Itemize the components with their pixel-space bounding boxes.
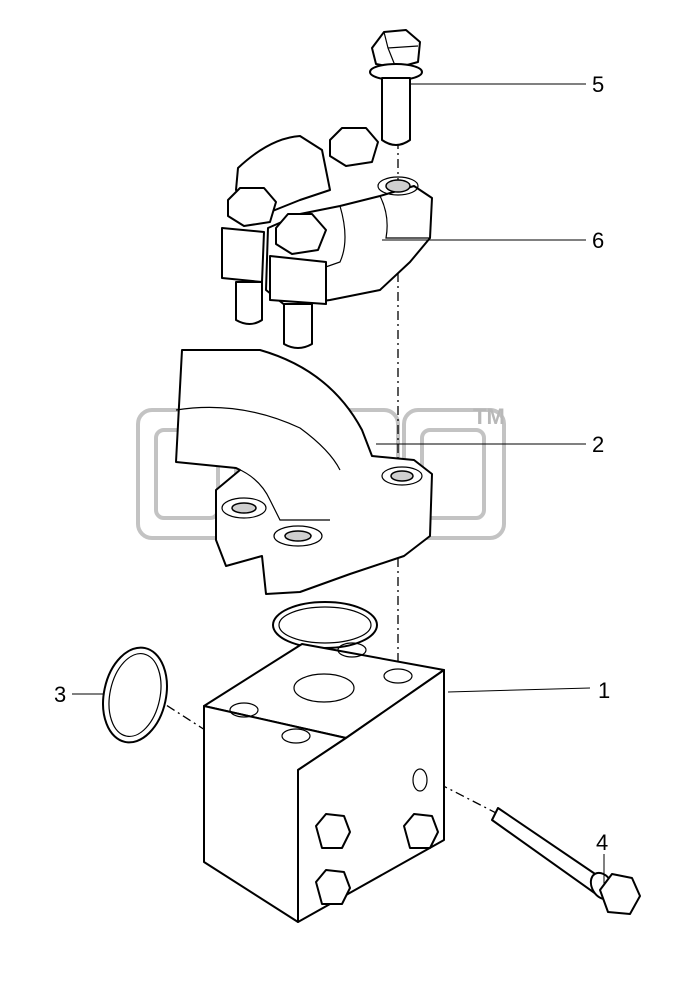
o-ring-top [272, 601, 378, 649]
part-6-flange-clamp [221, 127, 433, 349]
part-2-split-flange [175, 349, 433, 595]
part-1-manifold-block [203, 642, 445, 923]
watermark-trademark: TM [473, 404, 505, 429]
leader-lines [72, 83, 605, 884]
part-3-o-ring [102, 646, 168, 744]
callout-5: 5 [592, 72, 604, 97]
callout-2: 2 [592, 432, 604, 457]
callout-3: 3 [54, 682, 66, 707]
part-4-bolt [491, 807, 641, 915]
callout-4: 4 [596, 830, 608, 855]
part-5-cap-screw [369, 29, 423, 146]
callout-6: 6 [592, 228, 604, 253]
callout-1: 1 [598, 678, 610, 703]
